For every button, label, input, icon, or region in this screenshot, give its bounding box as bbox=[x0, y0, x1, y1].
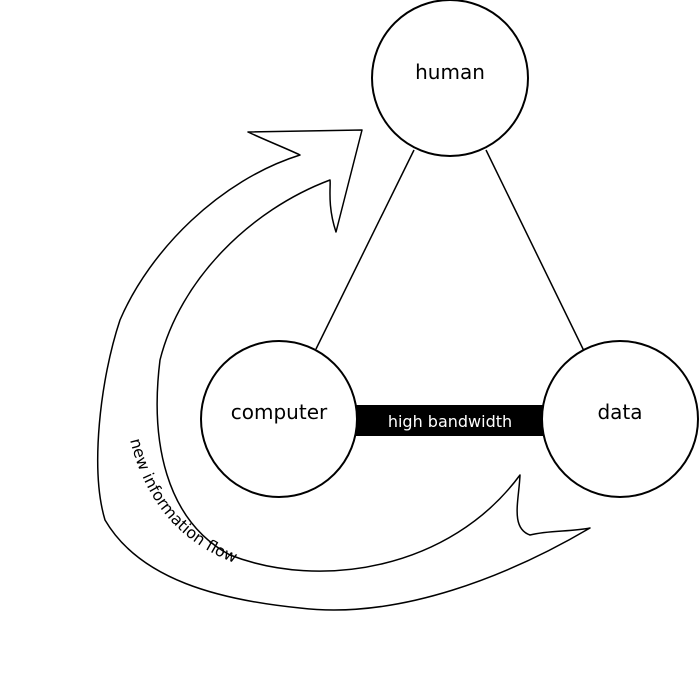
edge-computer-data-label: high bandwidth bbox=[388, 412, 512, 431]
node-human: human bbox=[371, 0, 529, 157]
node-data: data bbox=[541, 340, 699, 498]
edge-computer-data-bar bbox=[355, 405, 545, 436]
node-computer: computer bbox=[200, 340, 358, 498]
node-human-circle bbox=[371, 0, 529, 157]
node-human-label: human bbox=[415, 60, 485, 84]
node-computer-label: computer bbox=[231, 400, 328, 424]
node-data-label: data bbox=[597, 400, 642, 424]
node-computer-circle bbox=[200, 340, 358, 498]
information-flow-arrow bbox=[97, 129, 591, 611]
edge-human-data bbox=[485, 149, 585, 352]
node-data-circle bbox=[541, 340, 699, 498]
edge-human-computer bbox=[315, 149, 415, 350]
